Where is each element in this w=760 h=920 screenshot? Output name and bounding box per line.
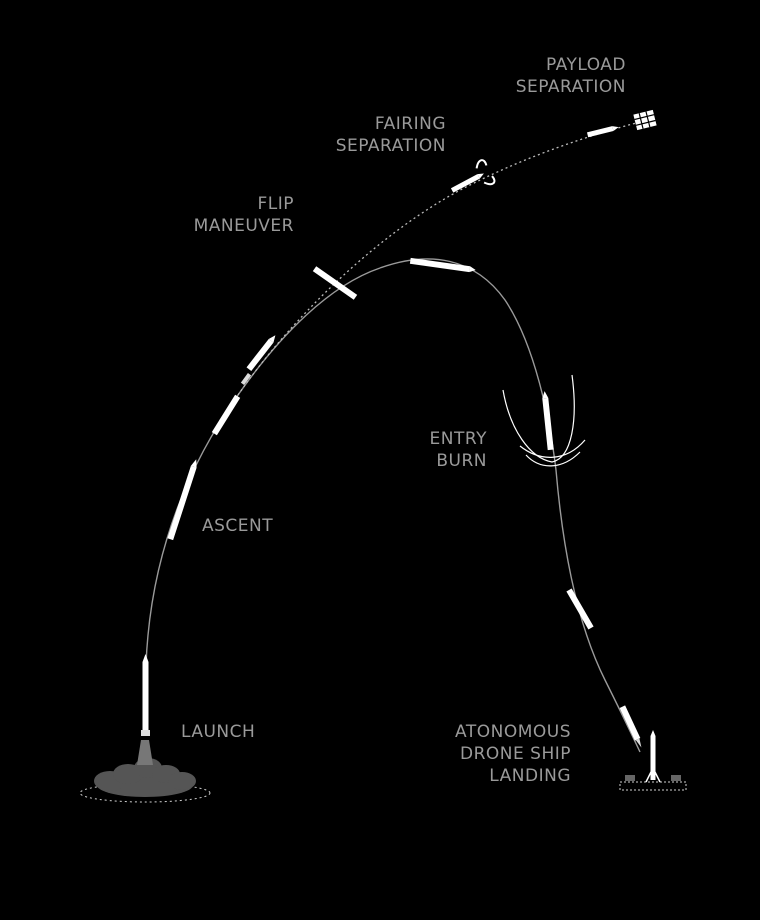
descent-booster (566, 588, 594, 630)
fairing-separation-label: FAIRING SEPARATION (335, 114, 446, 156)
ascent-label: ASCENT (202, 516, 274, 536)
drone-ship-landing-label: ATONOMOUS DRONE SHIP LANDING (455, 722, 571, 786)
coast-booster (409, 257, 476, 273)
entry-burn-plume (502, 374, 586, 467)
payload-separation-label: PAYLOAD SEPARATION (515, 55, 626, 97)
launch-rocket (141, 654, 150, 736)
satellite-icon (633, 109, 657, 131)
stage-separation-upper (246, 335, 276, 372)
payload-separation-stage (586, 126, 619, 138)
entry-burn-label: ENTRY BURN (429, 429, 487, 471)
second-stage-trajectory (237, 121, 641, 396)
entry-burn-booster (542, 391, 554, 451)
fairing-separation-stage (450, 159, 496, 193)
booster-return-trajectory (379, 258, 641, 753)
launch-exhaust-cloud (94, 740, 196, 797)
ascent-rocket (167, 459, 197, 541)
launch-label: LAUNCH (181, 722, 256, 742)
landing-burn-booster (619, 705, 642, 748)
stage-separation-booster (211, 394, 241, 436)
flip-maneuver-label: FLIP MANEUVER (193, 194, 294, 236)
ascent-trajectory (145, 267, 381, 666)
flip-maneuver-booster (312, 266, 358, 300)
stage-separation-interstage (240, 372, 252, 386)
drone-ship (619, 730, 687, 791)
